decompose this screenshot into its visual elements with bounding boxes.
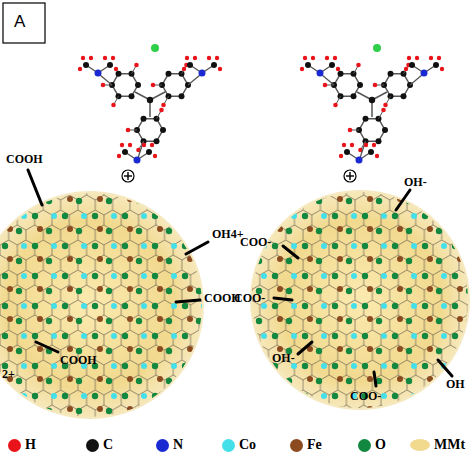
- legend-item: N: [156, 438, 183, 452]
- legend-item: H: [8, 438, 36, 452]
- legend-text: C: [103, 438, 113, 452]
- group-label: OH-: [272, 352, 295, 364]
- legend-text: O: [375, 438, 386, 452]
- legend-text: MMt: [434, 438, 465, 452]
- legend-item: O: [358, 438, 386, 452]
- legend-text: Fe: [307, 438, 322, 452]
- group-label: COOH: [6, 153, 43, 165]
- group-label: OH-: [404, 176, 427, 188]
- group-label: COO-: [234, 292, 265, 304]
- panel-letter: A: [14, 13, 25, 30]
- legend-item: Co: [222, 438, 256, 452]
- group-label: 2+: [2, 368, 15, 380]
- group-label: OH4+: [212, 228, 244, 240]
- legend-swatch: [410, 439, 430, 451]
- group-label: COO-: [240, 236, 271, 248]
- legend-text: Co: [239, 438, 256, 452]
- legend-text: N: [173, 438, 183, 452]
- legend-swatch: [358, 439, 371, 452]
- legend-text: H: [25, 438, 36, 452]
- legend-swatch: [222, 439, 235, 452]
- legend-item: C: [86, 438, 113, 452]
- legend-item: Fe: [290, 438, 322, 452]
- legend-swatch: [290, 439, 303, 452]
- legend-swatch: [156, 439, 169, 452]
- group-label: OH: [446, 378, 465, 390]
- legend-item: MMt: [410, 438, 465, 452]
- legend-swatch: [86, 439, 99, 452]
- group-label: COO-: [350, 390, 381, 402]
- group-label: COOH: [60, 354, 97, 366]
- legend-swatch: [8, 439, 21, 452]
